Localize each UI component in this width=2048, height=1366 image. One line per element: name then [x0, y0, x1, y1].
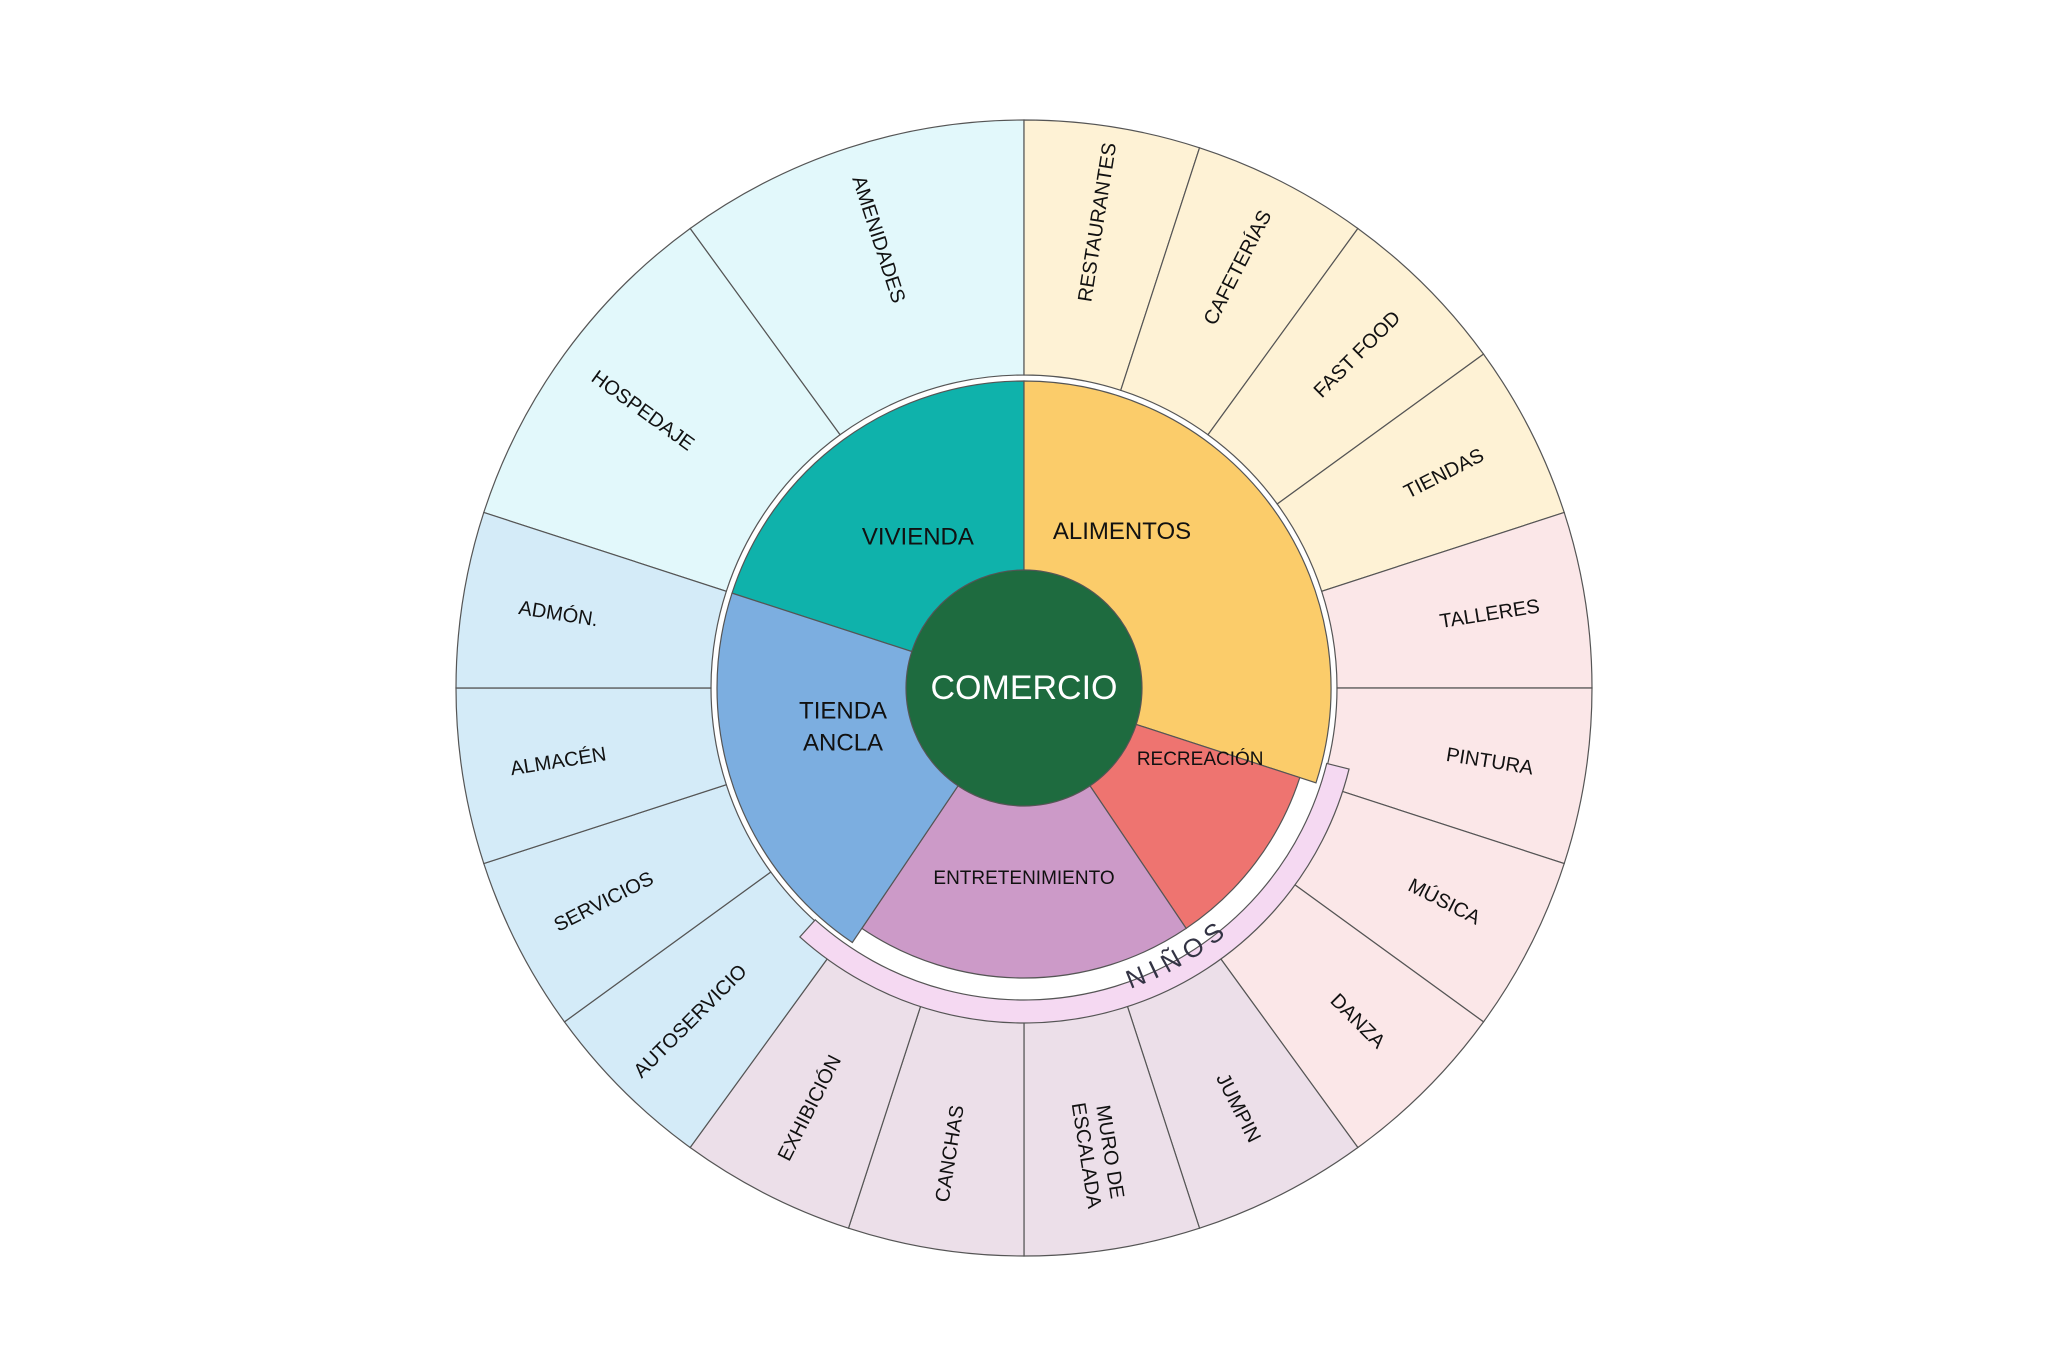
inner-label-vivienda: VIVIENDA	[862, 523, 974, 550]
ninos-band	[798, 762, 1350, 1024]
inner-label-line: ANCLA	[803, 729, 883, 756]
outer-segment-admón	[455, 511, 728, 689]
center-circle	[905, 569, 1143, 807]
inner-label-line: RECREACIÓN	[1137, 748, 1264, 770]
inner-label-line: TIENDA	[799, 697, 887, 724]
inner-label-line: ALIMENTOS	[1053, 518, 1191, 545]
inner-label-line: ENTRETENIMIENTO	[933, 868, 1114, 889]
outer-segment-hospedaje	[483, 227, 841, 593]
ninos-band-arc	[798, 762, 1350, 1024]
center-hub	[905, 569, 1143, 807]
inner-label-tienda-ancla: TIENDA ANCLA	[799, 697, 887, 756]
inner-segment-entretenimiento	[861, 686, 1188, 979]
inner-label-line: VIVIENDA	[862, 523, 974, 550]
center-label: COMERCIO	[931, 669, 1118, 707]
inner-label-entretenimiento: ENTRETENIMIENTO	[933, 868, 1114, 889]
inner-label-recreacion: RECREACIÓN	[1137, 748, 1264, 770]
inner-label-alimentos: ALIMENTOS	[1053, 518, 1191, 545]
outer-ring	[455, 119, 1593, 1257]
